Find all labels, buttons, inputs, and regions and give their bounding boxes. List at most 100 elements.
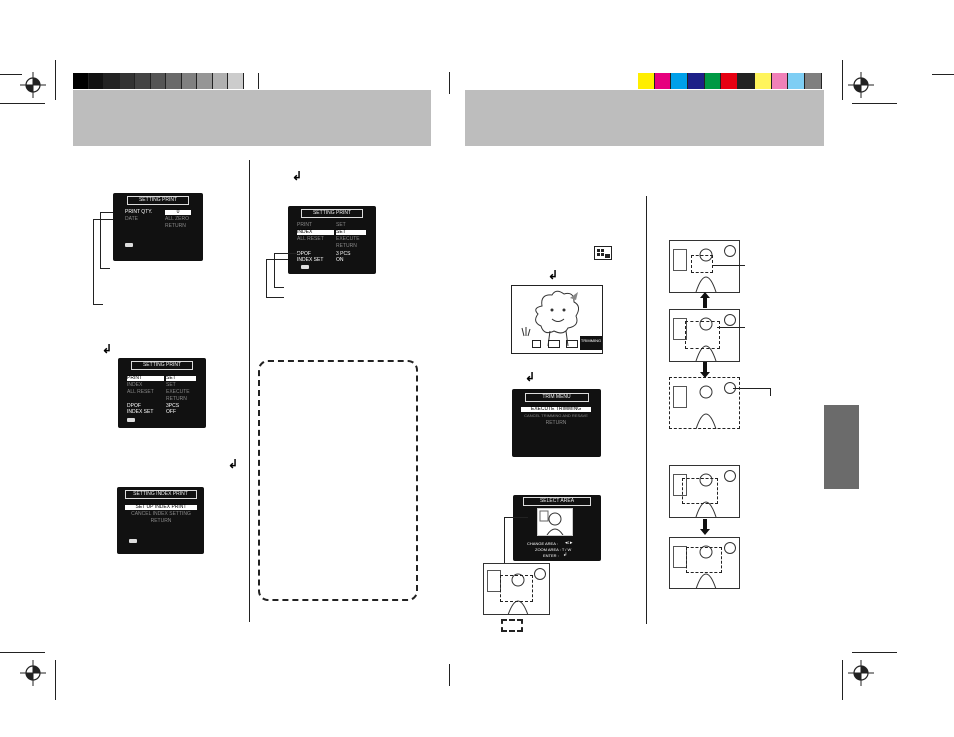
menu-row-value: SET [166,375,196,382]
registration-mark-icon [20,72,46,98]
lcd-setting-print-menu: SETTING PRINT PRINT SET INDEX SET ALL RE… [118,358,206,428]
trimming-mode-icon [594,246,612,260]
menu-row-value: EXECUTE [166,389,190,395]
menu-row-value: RETURN [336,243,357,249]
callout-line [266,297,284,298]
print-qty-label: PRINT QTY. [125,209,153,215]
callout-line [266,259,267,297]
note-box [258,360,418,601]
enter-key-icon: ↲ [228,457,239,471]
trim-frame-thumbnail [483,563,550,615]
screen-title: TRIM MENU [542,394,571,400]
menu-row-value: SET [336,229,366,236]
callout-line [274,287,284,288]
change-area-arrows-icon: ◂↕▸ [565,540,573,546]
battery-icon [127,418,135,422]
trimming-label: TRIMMING [580,336,602,350]
registration-mark-icon [20,660,46,686]
menu-row-label: INDEX [127,382,143,388]
color-swatch [688,73,705,89]
arrow-down-icon [700,519,710,535]
mode-icon [566,340,578,348]
trim-menu-item: CANCEL TRIMMING AND RESAVE [524,413,588,418]
crop-mark [842,660,843,700]
trim-menu-item: RETURN [545,420,567,426]
lcd-setting-index-print: SETTING INDEX PRINT SET UP INDEX PRINT C… [117,487,204,554]
callout-line [100,212,101,268]
left-header-band [73,90,431,146]
color-swatch [119,73,135,89]
crop-mark [55,60,56,100]
mode-icon [548,340,560,348]
index-set-value: OFF [166,409,176,415]
callout-line [712,265,745,266]
print-qty-value: 0 [165,209,191,216]
callout-line [93,219,113,220]
dpof-value: 3 PCS [336,251,351,257]
color-swatch [135,73,151,89]
crop-mark [0,652,45,653]
crop-mark [0,74,22,75]
registration-mark-icon [848,660,874,686]
enter-key-icon: ↲ [525,370,536,384]
index-menu-item: RETURN [150,518,172,524]
menu-row-label: INDEX [297,229,334,236]
zoom-area-hint: ZOOM AREA : T / W [535,547,572,552]
section-tab [824,405,859,489]
enter-key-icon: ↲ [292,169,303,183]
screen-title: SELECT AREA [539,498,575,504]
color-swatch [671,73,689,89]
move-area-thumbnail-before [669,465,740,518]
arrow-down-icon [700,362,710,378]
menu-row-value: EXECUTE [336,236,360,242]
lcd-setting-print-index-on: SETTING PRINT PRINT SET INDEX SET ALL RE… [288,206,376,274]
area-preview [537,508,573,536]
playback-screen: TRIMMING [511,285,603,354]
column-divider [646,196,647,624]
index-set-label: INDEX SET [297,257,324,263]
screen-title: SETTING PRINT [142,362,182,368]
menu-row-label: PRINT [297,222,312,228]
return-option: RETURN [165,223,186,229]
callout-line [504,517,505,563]
battery-icon [129,539,137,543]
column-divider [249,160,250,622]
crop-mark [932,74,954,75]
callout-line [100,268,110,269]
index-set-label: INDEX SET [127,409,154,415]
menu-row-value: SET [166,382,176,388]
color-swatch [788,73,805,89]
default-frame-thumbnail [669,309,740,362]
callout-line [770,388,771,396]
cartoon-image [521,290,580,347]
lcd-select-area: SELECT AREA CHANGE AREA : ◂↕▸ ZOOM AREA … [513,495,601,561]
screen-title: SETTING INDEX PRINT [133,491,188,497]
process-color-bar [638,73,822,89]
callout-line [93,219,94,304]
color-swatch [212,73,228,89]
zoom-in-thumbnail [669,240,740,293]
trim-menu-item: EXECUTE TRIMMING [521,406,591,413]
menu-row-value: RETURN [166,396,187,402]
dpof-value: 3PCS [166,403,180,409]
color-swatch [228,73,244,89]
color-swatch [754,73,772,89]
zoom-out-thumbnail [669,377,740,429]
crop-mark [0,103,45,104]
lcd-trim-menu: TRIM MENU EXECUTE TRIMMING CANCEL TRIMMI… [512,389,601,457]
color-swatch [243,73,259,89]
crop-mark [55,660,56,700]
date-value: ALL ZERO [165,216,189,222]
right-header-band [465,90,824,146]
color-swatch [654,73,672,89]
color-swatch [104,73,120,89]
callout-line [717,327,745,328]
callout-line [93,304,103,305]
color-swatch [638,73,655,89]
color-swatch [73,73,89,89]
callout-line [274,253,275,287]
enter-key-icon: ↲ [548,268,559,282]
battery-icon [301,265,309,269]
battery-icon [125,243,133,247]
menu-row-label: PRINT [127,375,164,382]
